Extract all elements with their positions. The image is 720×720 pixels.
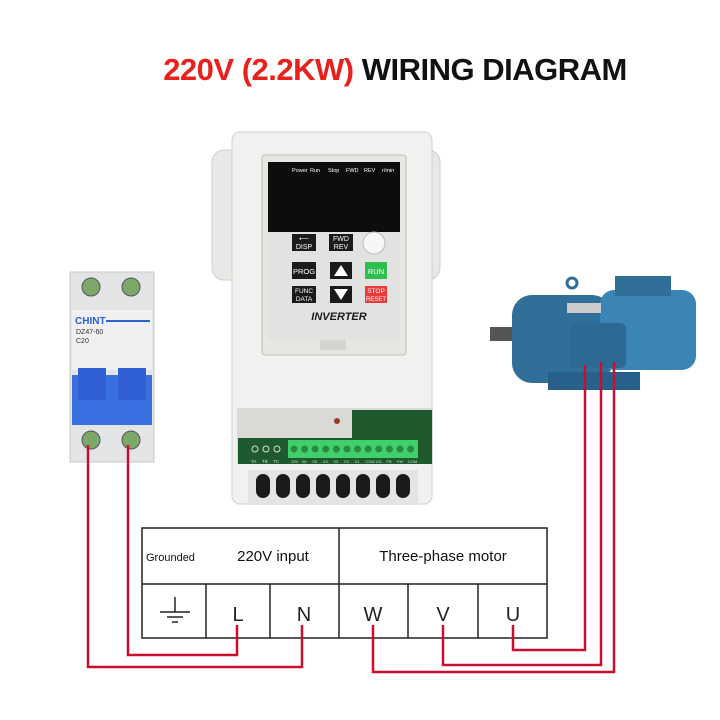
breaker-lever-right[interactable] xyxy=(118,368,146,400)
indicator-label: Run xyxy=(310,168,320,174)
rev-label: REV xyxy=(334,244,349,251)
control-terminal-block xyxy=(288,440,418,458)
terminal-label: X2 xyxy=(344,459,350,464)
breaker-rating: C20 xyxy=(76,338,89,345)
terminal-label: X5 xyxy=(312,459,318,464)
three-phase-motor xyxy=(490,276,696,390)
power-terminal xyxy=(316,474,330,498)
relay-terminal xyxy=(251,445,259,453)
terminal-label: X1 xyxy=(355,459,361,464)
wire-v xyxy=(441,362,603,667)
input-header: 220V input xyxy=(237,548,310,565)
wire-l xyxy=(126,445,239,657)
run-button[interactable] xyxy=(365,262,387,279)
terminal-screw xyxy=(322,445,330,453)
func-label: FUNC xyxy=(295,288,313,295)
stop-reset-button[interactable] xyxy=(365,286,387,303)
terminal-label: X6 xyxy=(302,459,308,464)
relay-label: TB xyxy=(262,459,268,464)
terminal-screw xyxy=(343,445,351,453)
fwd-label: FWD xyxy=(333,236,349,243)
terminal-label: COM xyxy=(365,459,374,464)
wire-w xyxy=(371,362,616,674)
power-terminal xyxy=(296,474,310,498)
terminal-label: VI1 xyxy=(376,459,383,464)
grounded-header: Grounded xyxy=(146,552,195,564)
terminal-label: 10V xyxy=(291,459,298,464)
terminal-screw xyxy=(396,445,404,453)
terminal-label: COM xyxy=(408,459,417,464)
data-label: DATA xyxy=(296,296,313,303)
title-text: WIRING DIAGRAM xyxy=(361,52,628,87)
terminal-label: FB xyxy=(386,459,391,464)
terminal-n: N xyxy=(297,604,311,626)
terminal-table xyxy=(141,527,548,639)
terminal-screw xyxy=(385,445,393,453)
fwd-rev-button[interactable] xyxy=(329,234,353,251)
wires xyxy=(86,362,616,674)
terminal-l: L xyxy=(232,604,243,626)
relay-terminal xyxy=(262,445,270,453)
indicator-label: Power xyxy=(292,168,308,174)
display-screen xyxy=(268,162,400,232)
disp-button[interactable] xyxy=(292,234,316,251)
terminal-screw xyxy=(290,445,298,453)
terminal-screw xyxy=(364,445,372,453)
wire-u xyxy=(511,365,587,652)
title-rating: 220V (2.2KW) xyxy=(163,52,354,87)
terminal-w: W xyxy=(364,604,383,626)
terminal-label: FM xyxy=(397,459,403,464)
diagram-title: 220V (2.2KW) WIRING DIAGRAM xyxy=(0,52,720,88)
up-arrow-icon xyxy=(334,265,348,276)
terminal-screw xyxy=(407,445,415,453)
indicator-label: FWD xyxy=(346,168,359,174)
power-terminal xyxy=(336,474,350,498)
down-arrow-icon xyxy=(334,289,348,300)
terminal-label: X4 xyxy=(323,459,329,464)
power-terminal xyxy=(356,474,370,498)
terminal-label: X3 xyxy=(333,459,339,464)
terminal-screw xyxy=(311,445,319,453)
prog-button[interactable] xyxy=(292,262,316,279)
indicator-label: REV xyxy=(364,168,376,174)
power-terminal xyxy=(396,474,410,498)
terminal-screw xyxy=(375,445,383,453)
stop-label: STOP xyxy=(367,288,385,295)
indicator-label: Stop xyxy=(328,168,339,174)
breaker-model: DZ47-60 xyxy=(76,329,103,336)
inverter-label: INVERTER xyxy=(311,311,366,323)
breaker-lever-left[interactable] xyxy=(78,368,106,400)
power-terminal xyxy=(276,474,290,498)
power-terminal xyxy=(376,474,390,498)
ground-symbol-icon xyxy=(160,597,190,623)
speed-knob[interactable] xyxy=(362,231,386,255)
reset-label: RESET xyxy=(366,297,386,303)
terminal-screw xyxy=(301,445,309,453)
indicator-label: r/min xyxy=(382,168,394,174)
relay-label: TC xyxy=(273,459,280,464)
relay-label: TA xyxy=(251,459,256,464)
terminal-screw xyxy=(332,445,340,453)
func-data-button[interactable] xyxy=(292,286,316,303)
terminal-v: V xyxy=(436,604,450,626)
relay-terminal xyxy=(273,445,281,453)
power-terminal xyxy=(256,474,270,498)
breaker-brand: CHINT xyxy=(75,316,106,327)
disp-label: DISP xyxy=(296,244,313,251)
svg-text:⟵: ⟵ xyxy=(299,236,309,243)
circuit-breaker: CHINT DZ47-60 C20 xyxy=(69,271,155,463)
prog-label: PROG xyxy=(293,267,315,276)
terminal-screw xyxy=(354,445,362,453)
wire-n xyxy=(86,445,304,669)
terminal-u: U xyxy=(506,604,520,626)
run-label: RUN xyxy=(368,267,384,276)
motor-header: Three-phase motor xyxy=(379,548,507,565)
